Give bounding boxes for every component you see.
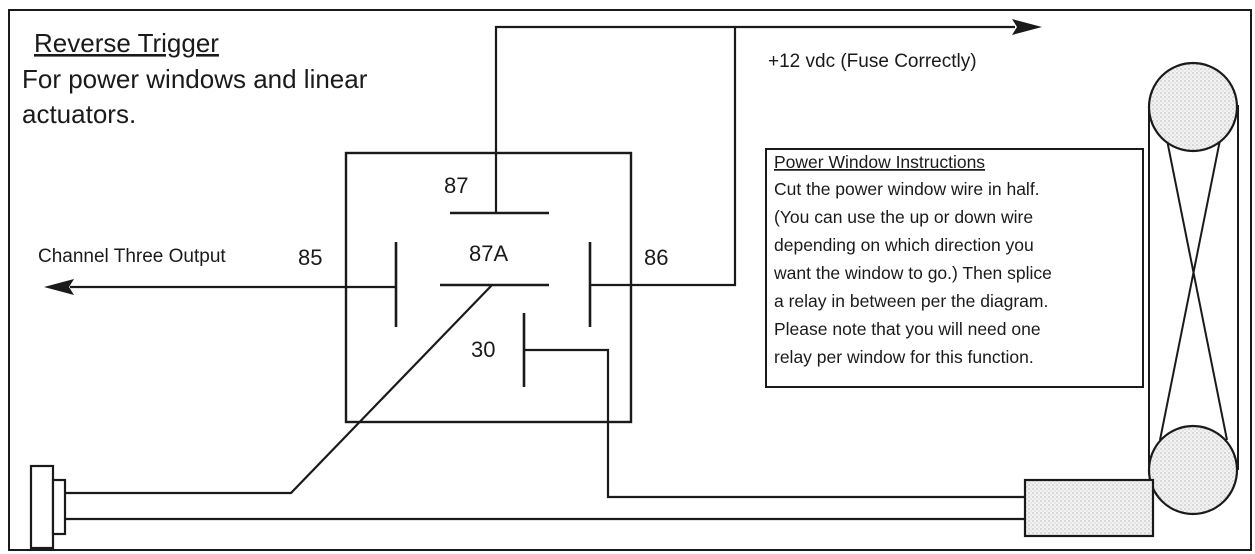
output-label: Channel Three Output xyxy=(38,246,226,267)
instruction-line: depending on which direction you xyxy=(774,235,1034,255)
title-line-2: actuators. xyxy=(22,99,136,129)
pin-30-label: 30 xyxy=(471,337,495,362)
outer-frame xyxy=(8,9,1252,551)
arrow-12v xyxy=(1012,19,1042,35)
instruction-line: Please note that you will need one xyxy=(774,319,1041,339)
power-label: +12 vdc (Fuse Correctly) xyxy=(768,51,977,72)
pin-87a-label: 87A xyxy=(469,241,508,266)
wire-12v xyxy=(494,25,1015,213)
window-motor-icon xyxy=(1023,478,1155,538)
title-heading: Reverse Trigger xyxy=(34,28,219,58)
instruction-line: Cut the power window wire in half. xyxy=(774,179,1040,199)
instruction-line: relay per window for this function. xyxy=(774,347,1034,367)
instruction-line: a relay in between per the diagram. xyxy=(774,291,1048,311)
pin-87-label: 87 xyxy=(444,173,468,198)
pin-86-label: 86 xyxy=(644,245,668,270)
wire-30-to-motor xyxy=(524,348,1052,499)
instructions-heading: Power Window Instructions xyxy=(774,152,985,172)
pin-85-label: 85 xyxy=(298,245,322,270)
instructions-box: Power Window Instructions Cut the power … xyxy=(765,148,1144,388)
arrow-output xyxy=(44,279,74,295)
title-line-1: For power windows and linear xyxy=(22,64,368,94)
wire-87a-to-switch xyxy=(58,284,493,495)
window-switch-icon xyxy=(29,464,67,550)
wire-86-to-12v xyxy=(590,27,737,287)
instruction-line: (You can use the up or down wire xyxy=(774,207,1033,227)
window-regulator-pulley-icon xyxy=(1147,61,1239,516)
instruction-line: want the window to go.) Then splice xyxy=(773,263,1052,283)
